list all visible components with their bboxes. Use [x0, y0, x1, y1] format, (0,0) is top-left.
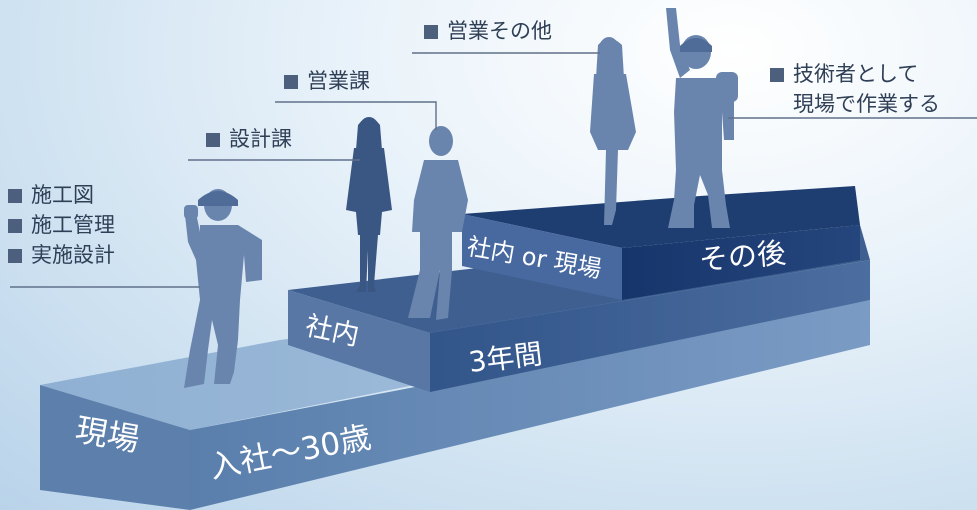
step-2-side — [288, 290, 430, 392]
step-3-block — [462, 186, 860, 300]
square-bullet-icon — [8, 189, 22, 203]
engineer-label: 技術者として 現場で作業する — [770, 59, 940, 119]
site-task-item: 施工管理 — [8, 210, 115, 240]
worker-silhouette-icon — [184, 189, 262, 388]
step-2-front — [430, 260, 870, 392]
design-dept-label: 設計課 — [206, 124, 292, 154]
step-1-side — [40, 385, 190, 510]
square-bullet-icon — [8, 249, 22, 263]
cheering-worker-silhouette-icon — [666, 8, 738, 228]
square-bullet-icon — [8, 219, 22, 233]
sales-dept-label: 営業課 — [284, 66, 370, 96]
site-task-item: 施工図 — [8, 180, 115, 210]
step-1-front — [190, 300, 870, 510]
square-bullet-icon — [206, 133, 220, 147]
site-task-item: 実施設計 — [8, 240, 115, 270]
woman-silhouette-icon — [590, 37, 636, 225]
step-3-front — [622, 225, 860, 300]
sales-other-label: 営業その他 — [424, 16, 552, 46]
site-task-list: 施工図 施工管理 実施設計 — [8, 180, 115, 270]
step-3-top — [462, 186, 860, 248]
step-3-period: その後 — [698, 236, 788, 277]
businesswoman-silhouette-icon — [346, 117, 392, 292]
square-bullet-icon — [770, 68, 784, 82]
sales-dept-connector-line — [275, 101, 437, 130]
businessman-silhouette-icon — [408, 126, 468, 320]
square-bullet-icon — [424, 25, 438, 39]
square-bullet-icon — [284, 75, 298, 89]
step-3-side — [462, 214, 622, 300]
